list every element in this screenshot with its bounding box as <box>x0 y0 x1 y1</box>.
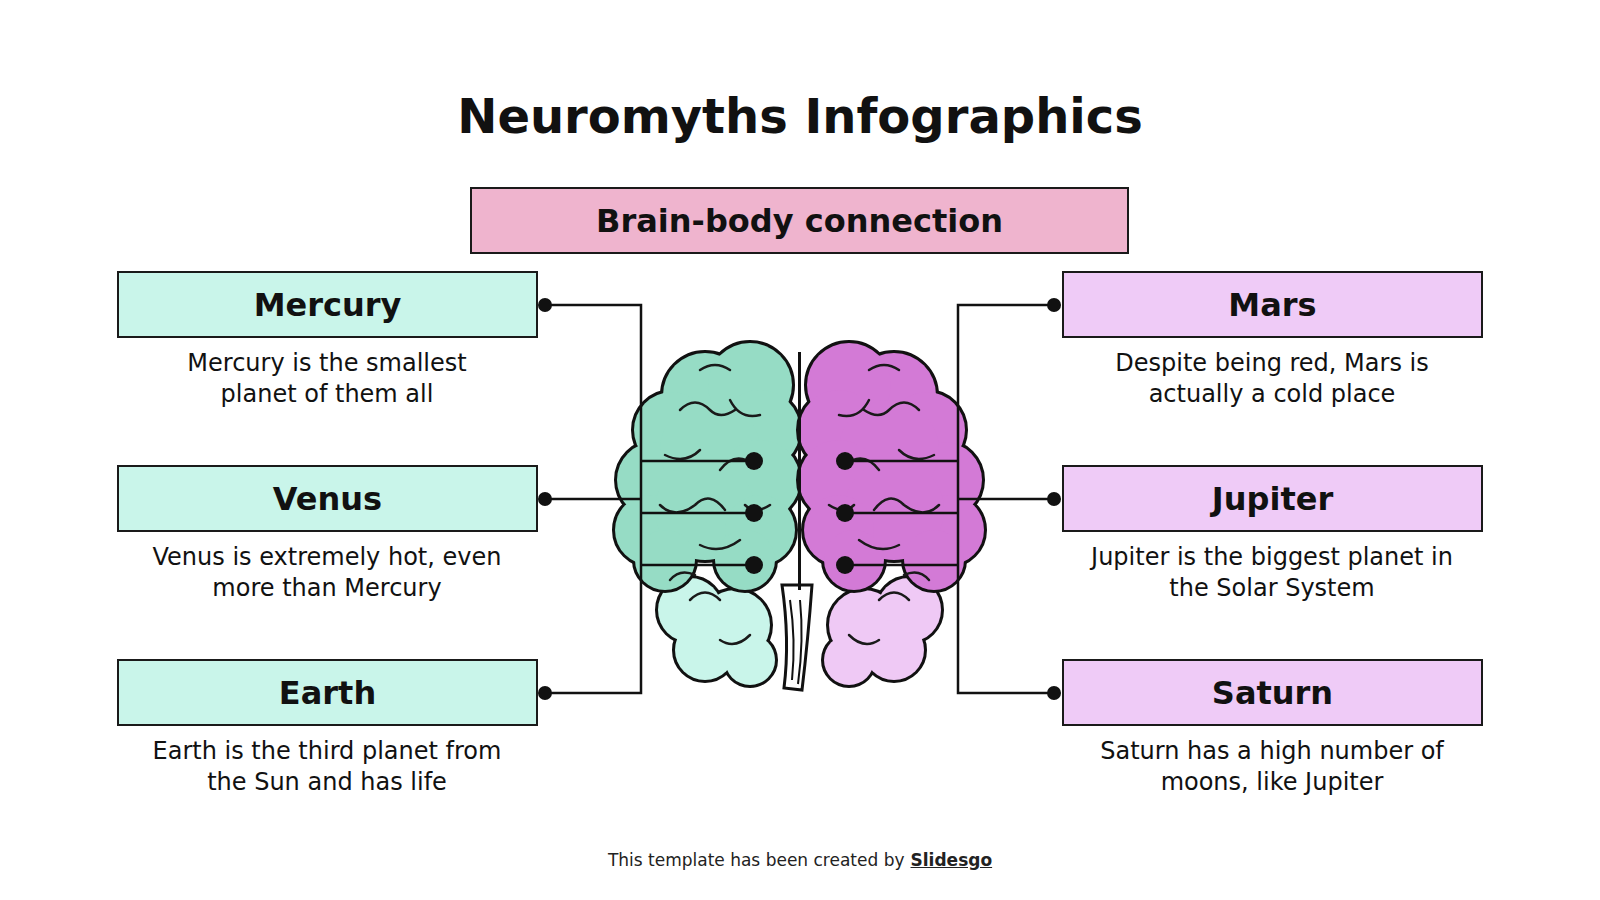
slide-title: Neuromyths Infographics <box>0 88 1600 144</box>
box-heading: Brain-body connection <box>596 202 1003 240</box>
leader-line <box>958 498 1054 501</box>
cerebellum-right <box>824 578 941 685</box>
footer-credit: This template has been created by Slidesg… <box>0 850 1600 870</box>
connector-dot <box>836 504 854 522</box>
box-description: Earth is the third planet from the Sun a… <box>142 736 512 798</box>
box-description: Despite being red, Mars is actually a co… <box>1082 348 1462 410</box>
leader-line <box>545 498 641 501</box>
connector-dot <box>745 556 763 574</box>
connector-dot <box>538 686 552 700</box>
cerebellum-left-fill <box>658 578 775 685</box>
leader-line <box>641 461 754 565</box>
connector-dot <box>836 556 854 574</box>
box-description: Mercury is the smallest planet of them a… <box>152 348 502 410</box>
box-description: Venus is extremely hot, even more than M… <box>122 542 532 604</box>
hemisphere-left-fill <box>615 343 800 590</box>
hemisphere-right-fill <box>799 343 984 590</box>
box-heading: Mercury <box>254 286 402 324</box>
credit-link: Slidesgo <box>911 850 993 870</box>
box-description: Saturn has a high number of moons, like … <box>1072 736 1472 798</box>
box-heading: Jupiter <box>1212 480 1333 518</box>
connector-dot <box>538 492 552 506</box>
hemisphere-right <box>799 343 984 590</box>
brain-stem <box>782 585 812 690</box>
planet-box: MarsDespite being red, Mars is actually … <box>1062 271 1483 338</box>
brain-stem-lines <box>790 600 802 684</box>
connector-dot <box>745 452 763 470</box>
connector-dot <box>1047 298 1061 312</box>
box-heading: Mars <box>1228 286 1316 324</box>
box-heading: Saturn <box>1212 674 1333 712</box>
connector-dot <box>538 298 552 312</box>
hemisphere-left <box>615 343 800 590</box>
leader-line <box>845 461 958 565</box>
box-heading: Earth <box>279 674 376 712</box>
cerebellum-right-fill <box>824 578 941 685</box>
brain-midline <box>798 352 801 590</box>
cerebellum-left <box>658 578 775 685</box>
box-description: Jupiter is the biggest planet in the Sol… <box>1072 542 1472 604</box>
gyri-right <box>829 365 939 644</box>
connector-dot <box>1047 492 1061 506</box>
header-box: Brain-body connection <box>470 187 1129 254</box>
gyri-left <box>660 365 770 644</box>
leader-line <box>545 305 641 693</box>
box-heading: Venus <box>273 480 382 518</box>
credit-text: This template has been created by <box>608 850 905 870</box>
planet-box: SaturnSaturn has a high number of moons,… <box>1062 659 1483 726</box>
planet-box: VenusVenus is extremely hot, even more t… <box>117 465 538 532</box>
leader-line <box>958 305 1054 693</box>
connector-dots <box>538 298 1061 700</box>
connector-dot <box>1047 686 1061 700</box>
connector-dot <box>836 452 854 470</box>
connector-dot <box>745 504 763 522</box>
leader-lines <box>545 305 1054 693</box>
planet-box: MercuryMercury is the smallest planet of… <box>117 271 538 338</box>
planet-box: EarthEarth is the third planet from the … <box>117 659 538 726</box>
planet-box: JupiterJupiter is the biggest planet in … <box>1062 465 1483 532</box>
